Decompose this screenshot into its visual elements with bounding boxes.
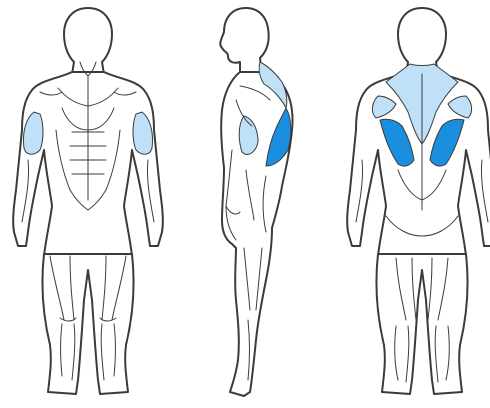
back-figure (347, 8, 490, 394)
front-figure (13, 8, 163, 394)
back-legs (376, 254, 467, 394)
back-head (398, 8, 446, 74)
side-figure (220, 8, 292, 396)
front-legs (42, 254, 133, 394)
front-head (64, 8, 112, 74)
